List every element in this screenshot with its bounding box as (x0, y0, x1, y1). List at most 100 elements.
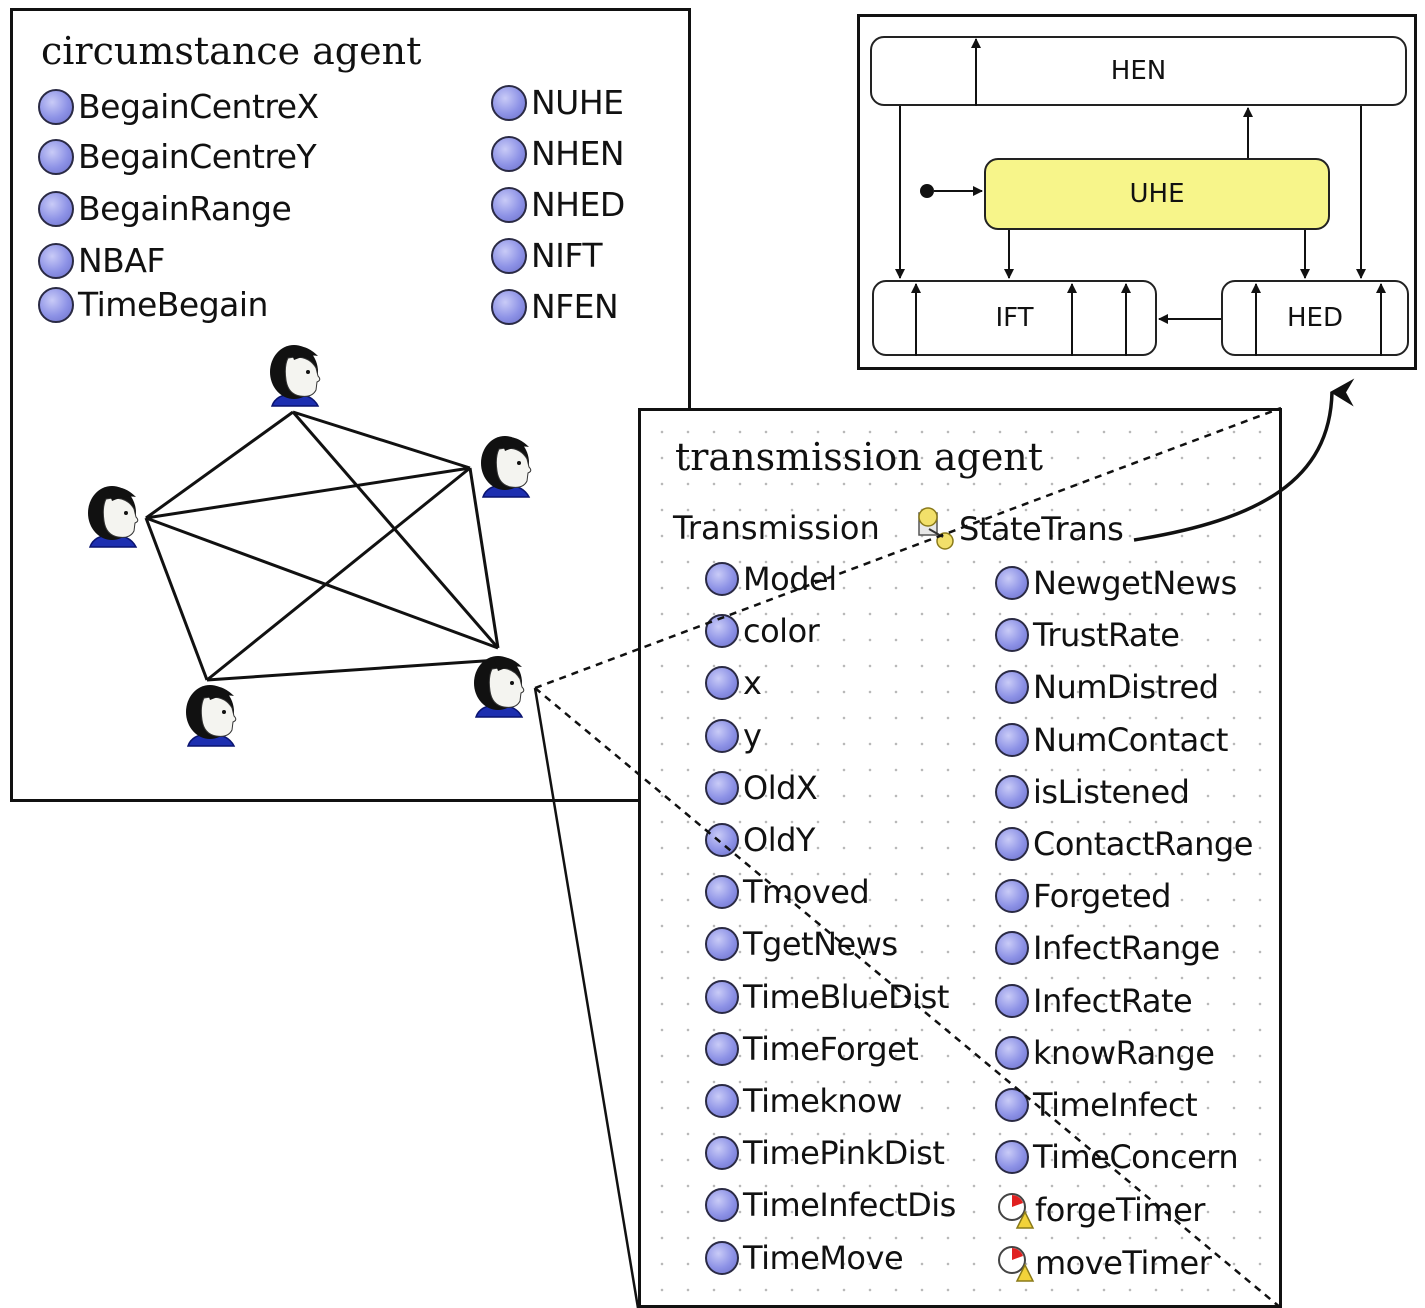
variable-icon (705, 979, 739, 1014)
transmission-variable[interactable]: knowRange (995, 1033, 1215, 1072)
state-uhe[interactable]: UHE (984, 158, 1330, 230)
transmission-agent-panel: transmission agent Transmission StateTra… (638, 408, 1282, 1308)
variable-icon (995, 670, 1029, 705)
transmission-variable[interactable]: color (705, 612, 820, 651)
variable-icon (705, 1084, 739, 1118)
transmission-variable[interactable]: Tmoved (705, 873, 870, 912)
transmission-variable[interactable]: Timeknow (705, 1082, 902, 1120)
transmission-variable-label: TimeInfect (1033, 1086, 1198, 1124)
transmission-variable[interactable]: TgetNews (705, 925, 898, 963)
transmission-variable[interactable]: TimeMove (705, 1238, 904, 1277)
circumstance-variable[interactable]: NFEN (491, 287, 619, 326)
circumstance-variable[interactable]: BegainCentreY (38, 137, 317, 176)
state-hen[interactable]: HEN (870, 36, 1407, 106)
circumstance-variable[interactable]: BegainCentreX (38, 87, 319, 126)
transmission-variable[interactable]: Model (705, 560, 837, 598)
transmission-variable-label: Tmoved (743, 873, 870, 912)
transmission-variable[interactable]: NumDistred (995, 668, 1219, 706)
state-ift[interactable]: IFT (872, 280, 1157, 356)
variable-icon (705, 1136, 739, 1171)
variable-icon (995, 1088, 1029, 1122)
transmission-variable-label: TimeForget (743, 1029, 919, 1068)
transmission-variable[interactable]: isListened (995, 772, 1190, 811)
transmission-variable[interactable]: y (705, 716, 762, 755)
circumstance-variable[interactable]: NHED (491, 185, 625, 224)
transmission-variable[interactable]: TimeForget (705, 1029, 919, 1068)
transmission-variable-label: NewgetNews (1033, 564, 1237, 602)
transmission-variable-label: InfectRange (1033, 929, 1220, 968)
circumstance-variable-label: NHED (531, 185, 625, 224)
transmission-variable-label: x (743, 664, 762, 703)
variable-icon (995, 931, 1029, 966)
circumstance-variable[interactable]: TimeBegain (38, 285, 268, 324)
transmission-agent-title: transmission agent (675, 435, 1044, 479)
transmission-variable-label: Timeknow (743, 1082, 902, 1120)
transmission-variable[interactable]: TimeBlueDist (705, 978, 949, 1016)
circumstance-variable-label: NUHE (531, 83, 624, 122)
transmission-variable-label: y (743, 716, 762, 755)
statechart-link-arrow (1133, 378, 1355, 542)
variable-icon (705, 823, 739, 857)
variable-icon (491, 288, 527, 325)
transmission-variable-label: moveTimer (1035, 1243, 1212, 1282)
transmission-variable[interactable]: NumContact (995, 721, 1228, 759)
initial-state-dot (920, 184, 934, 198)
variable-icon (995, 879, 1029, 914)
variable-icon (705, 614, 739, 649)
circumstance-variable[interactable]: BegainRange (38, 189, 292, 228)
agent-person-icon (269, 344, 321, 407)
variable-icon (705, 875, 739, 910)
transmission-variable[interactable]: InfectRange (995, 929, 1220, 967)
zoom-line-top (534, 406, 1282, 690)
transmission-variable-label: TrustRate (1033, 616, 1180, 655)
transmission-variable-label: TimeMove (743, 1238, 904, 1277)
transmission-variable[interactable]: ContactRange (995, 825, 1253, 863)
agent-person-icon (87, 485, 139, 548)
statechart-panel: HEN UHE IFT HED (857, 14, 1417, 370)
variable-icon (38, 242, 74, 279)
transmission-variable[interactable]: x (705, 664, 762, 703)
statechart-item[interactable]: StateTrans (915, 507, 1124, 551)
transmission-variable[interactable]: TimeInfectDis (705, 1186, 956, 1224)
variable-icon (995, 1035, 1029, 1070)
transmission-variable[interactable]: OldX (705, 769, 818, 807)
transmission-variable[interactable]: TimeConcern (995, 1138, 1239, 1177)
transmission-variable-label: isListened (1033, 772, 1190, 811)
circumstance-variable-label: NIFT (531, 236, 602, 275)
timer-icon (995, 1190, 1035, 1230)
transmission-variable[interactable]: OldY (705, 821, 815, 859)
transmission-variable[interactable]: moveTimer (995, 1243, 1212, 1283)
transmission-variable-label: TimeInfectDis (743, 1186, 956, 1225)
variable-icon (705, 1240, 739, 1275)
variable-icon (491, 84, 527, 121)
transmission-variable[interactable]: TrustRate (995, 616, 1180, 655)
variable-icon (38, 286, 74, 323)
timer-icon (995, 1243, 1035, 1283)
statechart-transitions (895, 38, 1386, 356)
circumstance-variable[interactable]: NHEN (491, 134, 625, 173)
statechart-icon (915, 507, 959, 551)
transmission-variable[interactable]: NewgetNews (995, 564, 1237, 602)
statechart-label: StateTrans (959, 510, 1124, 548)
circumstance-variable-label: BegainCentreX (78, 87, 319, 126)
circumstance-agent-title: circumstance agent (41, 29, 422, 73)
transmission-variable[interactable]: Forgeted (995, 877, 1171, 915)
transmission-variable-label: knowRange (1033, 1033, 1215, 1072)
variable-icon (491, 135, 527, 172)
transmission-variable-label: color (743, 612, 820, 651)
variable-icon (705, 1188, 739, 1223)
transmission-variable[interactable]: InfectRate (995, 982, 1193, 1020)
circumstance-variable[interactable]: NIFT (491, 236, 602, 275)
variable-icon (995, 827, 1029, 861)
transmission-variable[interactable]: TimePinkDist (705, 1134, 945, 1172)
circumstance-variable-label: NBAF (78, 241, 165, 280)
circumstance-variable-label: NFEN (531, 287, 619, 326)
transmission-section-label: Transmission (673, 509, 880, 547)
transmission-variable[interactable]: TimeInfect (995, 1086, 1198, 1124)
variable-icon (38, 190, 74, 227)
circumstance-variable[interactable]: NUHE (491, 83, 624, 122)
circumstance-variable-label: BegainRange (78, 189, 292, 228)
circumstance-variable[interactable]: NBAF (38, 241, 165, 280)
circumstance-variable-label: BegainCentreY (78, 137, 317, 176)
transmission-variable-label: TimeConcern (1033, 1138, 1239, 1177)
